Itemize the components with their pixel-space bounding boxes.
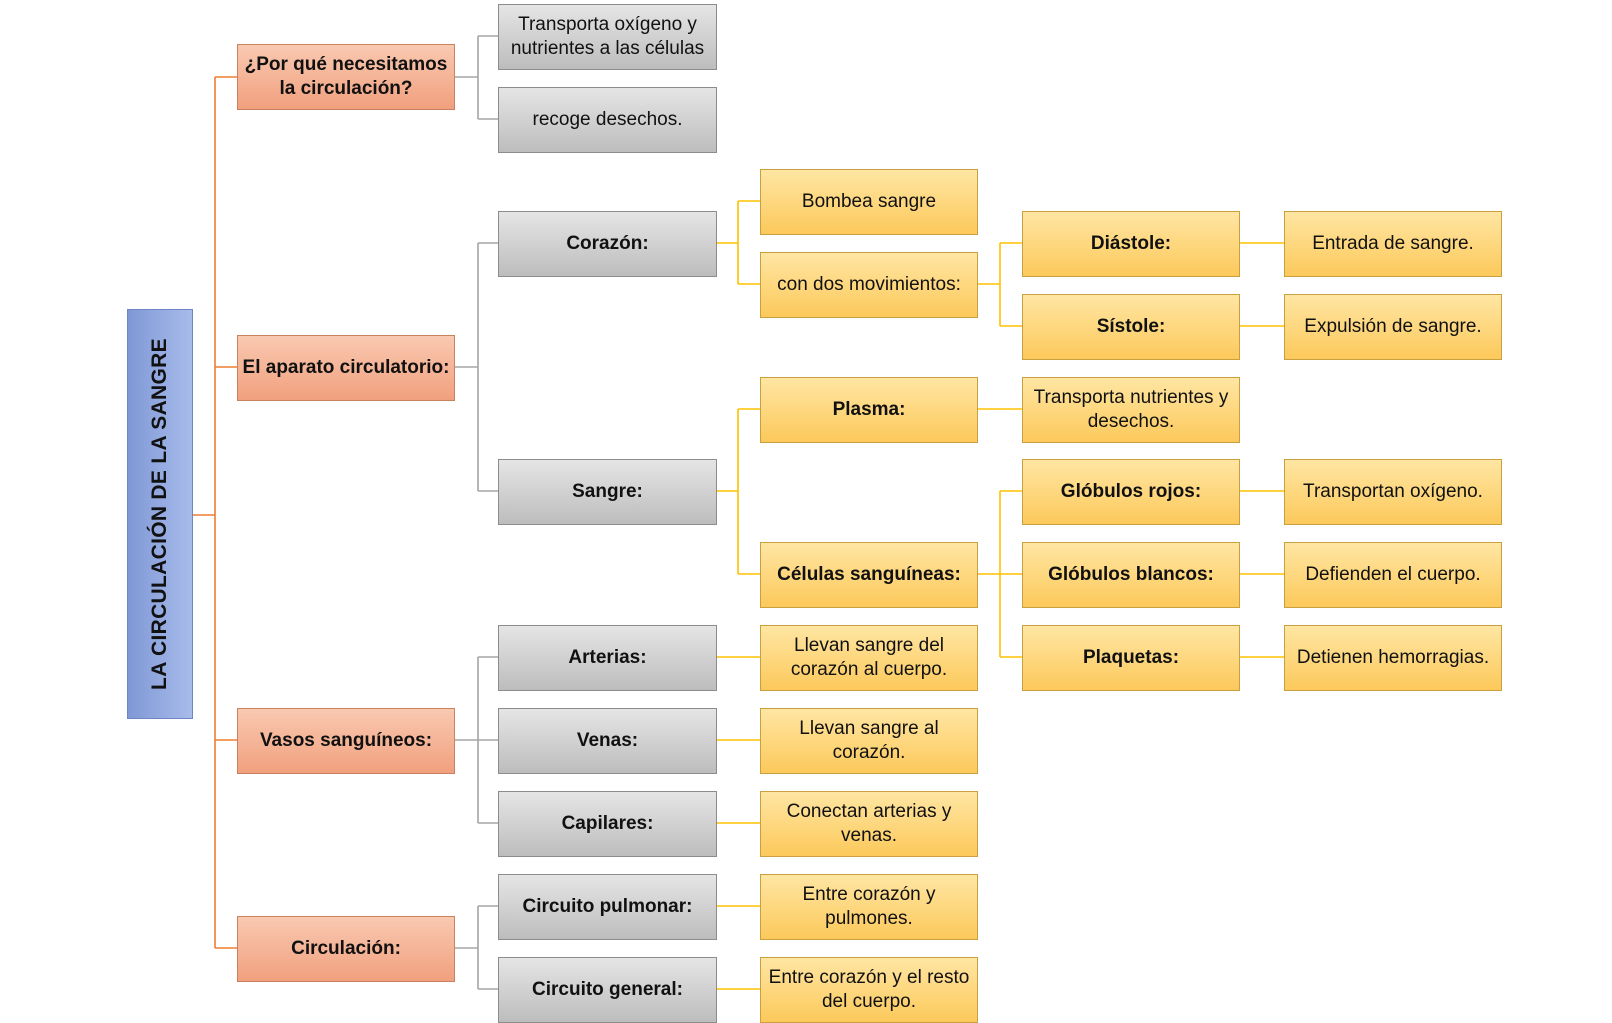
node-capilares: Capilares:	[498, 791, 717, 857]
node-sistole-desc: Expulsión de sangre.	[1284, 294, 1502, 360]
node-venas: Venas:	[498, 708, 717, 774]
node-rojos-desc: Transportan oxígeno.	[1284, 459, 1502, 525]
node-venas-desc: Llevan sangre al corazón.	[760, 708, 978, 774]
yellow-connectors	[717, 200, 1284, 990]
node-circulacion: Circulación:	[237, 916, 455, 982]
node-pulmonar: Circuito pulmonar:	[498, 874, 717, 940]
node-sistole: Sístole:	[1022, 294, 1240, 360]
node-why: ¿Por qué necesitamos la circulación?	[237, 44, 455, 110]
node-diastole: Diástole:	[1022, 211, 1240, 277]
node-sangre: Sangre:	[498, 459, 717, 525]
root-node: LA CIRCULACIÓN DE LA SANGRE	[127, 309, 193, 719]
node-blancos-desc: Defienden el cuerpo.	[1284, 542, 1502, 608]
node-arterias-desc: Llevan sangre del corazón al cuerpo.	[760, 625, 978, 691]
node-aparato: El aparato circulatorio:	[237, 335, 455, 401]
node-celulas: Células sanguíneas:	[760, 542, 978, 608]
node-corazon: Corazón:	[498, 211, 717, 277]
root-connectors	[193, 76, 237, 949]
node-plaquetas: Plaquetas:	[1022, 625, 1240, 691]
node-blancos: Glóbulos blancos:	[1022, 542, 1240, 608]
node-why-a: Transporta oxígeno y nutrientes a las cé…	[498, 4, 717, 70]
node-bombea: Bombea sangre	[760, 169, 978, 235]
node-general-desc: Entre corazón y el resto del cuerpo.	[760, 957, 978, 1023]
node-general: Circuito general:	[498, 957, 717, 1023]
node-diastole-desc: Entrada de sangre.	[1284, 211, 1502, 277]
node-vasos: Vasos sanguíneos:	[237, 708, 455, 774]
node-plasma-desc: Transporta nutrientes y desechos.	[1022, 377, 1240, 443]
node-plasma: Plasma:	[760, 377, 978, 443]
node-pulmonar-desc: Entre corazón y pulmones.	[760, 874, 978, 940]
gray-connectors	[455, 35, 498, 990]
node-arterias: Arterias:	[498, 625, 717, 691]
root-label: LA CIRCULACIÓN DE LA SANGRE	[148, 338, 171, 690]
node-capilares-desc: Conectan arterias y venas.	[760, 791, 978, 857]
node-plaquetas-desc: Detienen hemorragias.	[1284, 625, 1502, 691]
node-movimientos: con dos movimientos:	[760, 252, 978, 318]
node-rojos: Glóbulos rojos:	[1022, 459, 1240, 525]
node-why-b: recoge desechos.	[498, 87, 717, 153]
